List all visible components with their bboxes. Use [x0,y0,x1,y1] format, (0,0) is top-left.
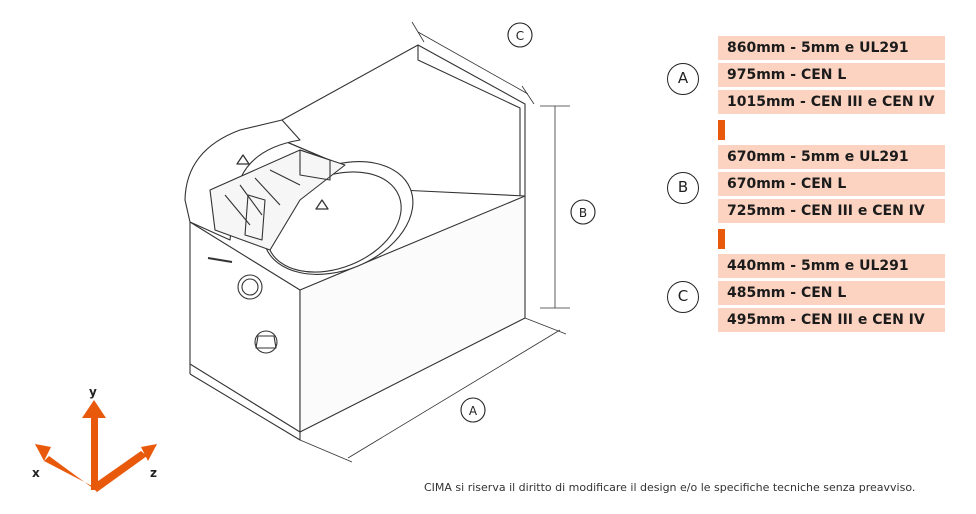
group-separator [718,120,725,140]
axis-y-label: y [89,385,97,399]
spec-row: 670mm - 5mm e UL291 [718,145,945,169]
dim-circle-a: A [460,397,486,423]
spec-row: 725mm - CEN III e CEN IV [718,199,945,223]
spec-row: 485mm - CEN L [718,281,945,305]
group-badge-b: B [667,172,699,204]
dial-knob [254,330,278,354]
axes-indicator [35,400,157,492]
spec-row: 495mm - CEN III e CEN IV [718,308,945,332]
dim-circle-b: B [570,199,596,225]
dim-circle-c: C [507,22,533,48]
group-badge-a: A [667,63,699,95]
disclaimer-text: CIMA si riserva il diritto di modificare… [424,481,916,494]
spec-row: 670mm - CEN L [718,172,945,196]
dim-label-a: A [469,404,478,418]
axis-x-label: x [32,466,40,480]
dim-label-b: B [579,206,587,220]
spec-row: 860mm - 5mm e UL291 [718,36,945,60]
group-separator [718,229,725,249]
dim-label-c: C [516,29,524,43]
axis-z-label: z [150,466,157,480]
group-badge-c: C [667,281,699,313]
spec-row: 440mm - 5mm e UL291 [718,254,945,278]
spec-row: 975mm - CEN L [718,63,945,87]
spec-row: 1015mm - CEN III e CEN IV [718,90,945,114]
